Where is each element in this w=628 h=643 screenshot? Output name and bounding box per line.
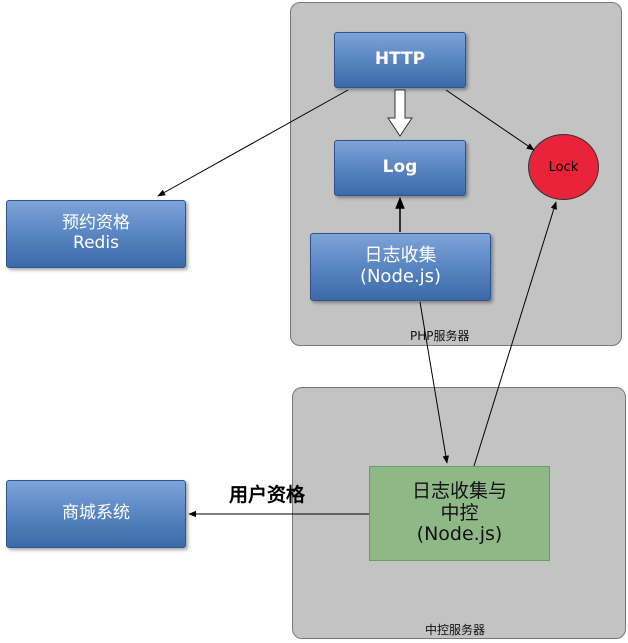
redis-node-line1: 预约资格 (62, 213, 130, 234)
log-collector-node: 日志收集 (Node.js) (310, 233, 491, 301)
lock-node: Lock (528, 134, 599, 200)
edge-http-to-log (387, 89, 413, 137)
edge-central-to-lock (473, 201, 557, 467)
central-collector-line2: 中控 (440, 501, 479, 524)
edge-collector-to-central (419, 301, 449, 464)
central-server-label: 中控服务器 (425, 623, 486, 637)
log-collector-line2: (Node.js) (359, 266, 442, 287)
user-qualification-label: 用户资格 (229, 484, 306, 506)
mall-system-node: 商城系统 (6, 480, 186, 548)
redis-node: 预约资格 Redis (6, 200, 186, 268)
log-collector-line1: 日志收集 (364, 245, 437, 267)
central-collector-line1: 日志收集与 (411, 479, 507, 502)
log-node-label: Log (382, 157, 418, 178)
edge-http-to-lock (445, 89, 535, 151)
mall-system-label: 商城系统 (62, 503, 130, 524)
lock-node-label: Lock (548, 159, 579, 175)
central-collector-line3: (Node.js) (416, 523, 503, 546)
log-node: Log (334, 140, 466, 196)
central-collector-node: 日志收集与 中控 (Node.js) (369, 466, 550, 561)
edge-http-to-redis (157, 89, 349, 197)
http-node: HTTP (334, 32, 466, 88)
http-node-label: HTTP (374, 49, 426, 70)
redis-node-line2: Redis (73, 233, 119, 253)
